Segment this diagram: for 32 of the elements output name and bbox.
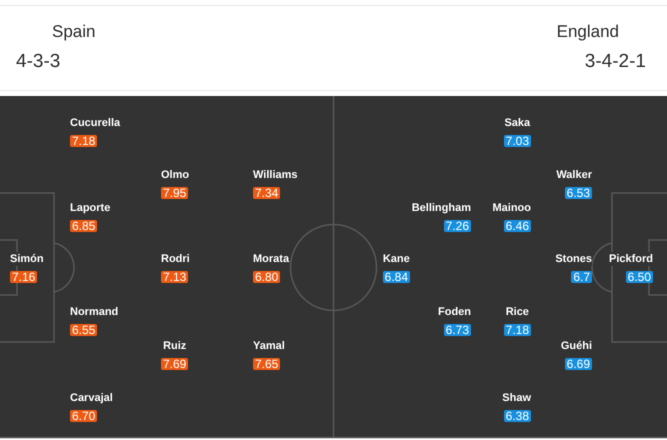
player-name: Bellingham [412, 201, 471, 215]
rating-badge: 6.53 [564, 187, 592, 199]
rating-badge: 7.18 [70, 135, 98, 147]
team-name: England [556, 22, 619, 42]
rating-badge: 6.80 [253, 271, 280, 283]
formation-label: 3-4-2-1 [584, 51, 646, 73]
player-name: Stones [555, 252, 592, 266]
rating-badge: 6.69 [564, 358, 592, 370]
rating-badge: 6.38 [504, 410, 531, 422]
rating-badge: 7.34 [253, 187, 280, 199]
rating-badge: 7.95 [161, 187, 188, 199]
rating-badge: 6.73 [444, 324, 471, 336]
rating-badge: 7.65 [253, 358, 280, 370]
rating-badge: 6.50 [626, 271, 653, 283]
rating-badge: 6.46 [504, 220, 531, 232]
rating-badge: 7.13 [161, 271, 188, 283]
rating-badge: 6.7 [571, 271, 592, 283]
player-name: Carvajal [70, 391, 113, 405]
rating-badge: 6.70 [70, 410, 98, 422]
rating-badge: 7.18 [504, 324, 531, 336]
team-name: Spain [52, 22, 96, 42]
rating-badge: 6.55 [70, 324, 98, 336]
rating-badge: 7.69 [161, 358, 188, 370]
rating-badge: 6.85 [70, 220, 98, 232]
formation-label: 4-3-3 [16, 51, 60, 73]
player-name: Laporte [70, 201, 110, 215]
rating-badge: 7.16 [10, 271, 38, 283]
rating-badge: 6.84 [382, 271, 410, 283]
player-name: Simón [10, 252, 44, 266]
rating-badge: 7.03 [504, 135, 531, 147]
rating-badge: 7.26 [444, 220, 471, 232]
player-name: Pickford [608, 252, 653, 266]
